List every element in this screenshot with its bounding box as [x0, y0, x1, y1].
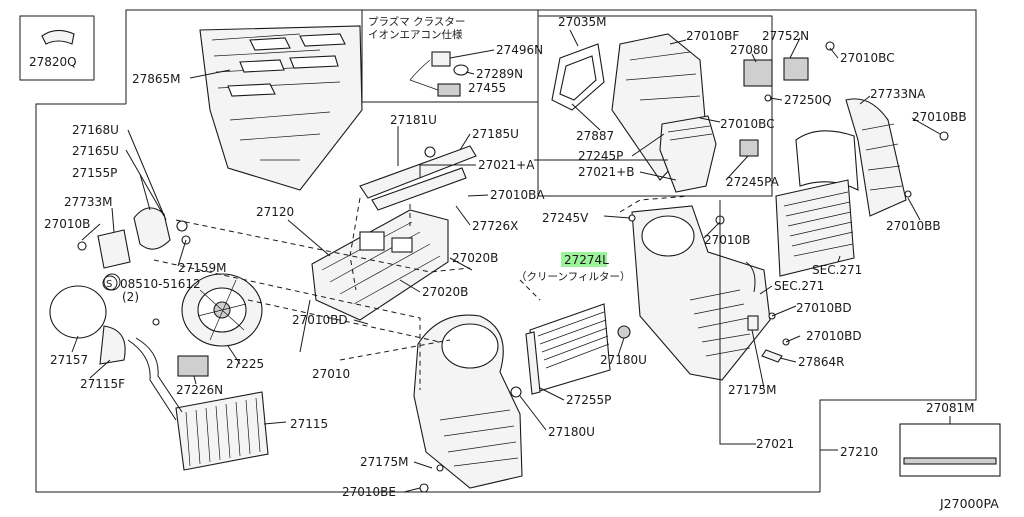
label-27175m-right[interactable]: 27175M — [728, 383, 777, 397]
label-27081m[interactable]: 27081M — [926, 401, 975, 415]
label-27245v[interactable]: 27245V — [542, 211, 589, 225]
bolt-symbol-s-icon: S — [106, 279, 112, 290]
label-27865m[interactable]: 27865M — [132, 72, 181, 86]
label-27255p[interactable]: 27255P — [566, 393, 611, 407]
label-27175m-left[interactable]: 27175M — [360, 455, 409, 469]
label-27010[interactable]: 27010 — [312, 367, 350, 381]
note-clean-filter: （クリーンフィルター） — [516, 271, 630, 283]
note-ion-aircon: イオンエアコン仕様 — [368, 28, 463, 41]
label-27181u[interactable]: 27181U — [390, 113, 437, 127]
label-27010b-right[interactable]: 27010B — [704, 233, 750, 247]
label-27010bb-a[interactable]: 27010BB — [912, 110, 967, 124]
part-27081m-label-drawing — [899, 423, 1001, 477]
label-27020b-b[interactable]: 27020B — [422, 285, 468, 299]
label-27165u[interactable]: 27165U — [72, 144, 119, 158]
label-27159m[interactable]: 27159M — [178, 261, 227, 275]
label-27185u[interactable]: 27185U — [472, 127, 519, 141]
label-27010bc-a[interactable]: 27010BC — [840, 51, 895, 65]
label-27250q[interactable]: 27250Q — [784, 93, 832, 107]
label-27120[interactable]: 27120 — [256, 205, 294, 219]
label-27180u-a[interactable]: 27180U — [600, 353, 647, 367]
label-27887[interactable]: 27887 — [576, 129, 614, 143]
part-upper-right-module-drawing — [551, 33, 835, 193]
label-27115f[interactable]: 27115F — [80, 377, 125, 391]
label-27155p[interactable]: 27155P — [72, 166, 117, 180]
label-27010be[interactable]: 27010BE — [342, 485, 396, 499]
label-27733m[interactable]: 27733M — [64, 195, 113, 209]
label-27726x[interactable]: 27726X — [472, 219, 518, 233]
part-links-drawing — [359, 145, 477, 211]
label-27010bb-b[interactable]: 27010BB — [886, 219, 941, 233]
label-27035m[interactable]: 27035M — [558, 15, 607, 29]
boundary-lines — [19, 9, 977, 493]
label-27225[interactable]: 27225 — [226, 357, 264, 371]
label-27010bd-left[interactable]: 27010BD — [292, 313, 348, 327]
highlight-27274l — [561, 252, 607, 267]
label-27010ba[interactable]: 27010BA — [490, 188, 545, 202]
label-27180u-b[interactable]: 27180U — [548, 425, 595, 439]
label-27289n[interactable]: 27289N — [476, 67, 523, 81]
label-27733na[interactable]: 27733NA — [870, 87, 926, 101]
label-27752n[interactable]: 27752N — [762, 29, 809, 43]
label-27010b-left[interactable]: 27010B — [44, 217, 90, 231]
diagram-code: J27000PA — [939, 496, 999, 511]
label-27157[interactable]: 27157 — [50, 353, 88, 367]
part-27010-lower-case-drawing — [413, 314, 523, 493]
part-labels: 27820Q 27865M プラズマ クラスター イオンエアコン仕様 27496… — [29, 15, 999, 511]
part-27820q-drawing — [41, 29, 75, 45]
label-27115[interactable]: 27115 — [290, 417, 328, 431]
label-27080[interactable]: 27080 — [730, 43, 768, 57]
part-actuator-left-drawing — [77, 207, 191, 269]
label-27021-a[interactable]: 27021+A — [478, 158, 535, 172]
label-27864r[interactable]: 27864R — [798, 355, 845, 369]
label-27274l[interactable]: 27274L — [564, 253, 609, 267]
part-27115-heater-core-drawing — [127, 337, 269, 471]
leader-lines — [71, 29, 951, 493]
label-08510-51612[interactable]: 08510-51612 — [120, 277, 201, 291]
label-27455[interactable]: 27455 — [468, 81, 506, 95]
label-27010bd-r1[interactable]: 27010BD — [796, 301, 852, 315]
part-27274l-filter-drawing — [510, 303, 611, 398]
label-27021-b[interactable]: 27021+B — [578, 165, 634, 179]
part-evaporator-drawing — [775, 98, 949, 277]
label-27245pa[interactable]: 27245PA — [726, 175, 780, 189]
part-ion-unit-drawing — [409, 51, 469, 97]
part-27865m-drawing — [199, 25, 363, 191]
label-08510-qty: (2) — [122, 290, 139, 304]
label-27010bc-b[interactable]: 27010BC — [720, 117, 775, 131]
label-27226n[interactable]: 27226N — [176, 383, 223, 397]
part-blower-drawing — [49, 273, 263, 377]
label-27820q[interactable]: 27820Q — [29, 55, 77, 69]
label-27020b-a[interactable]: 27020B — [452, 251, 498, 265]
label-sec271-b[interactable]: SEC.271 — [774, 279, 824, 293]
label-27010bd-r2[interactable]: 27010BD — [806, 329, 862, 343]
part-27120-case-drawing — [311, 209, 449, 321]
note-plasma-cluster: プラズマ クラスター — [368, 15, 465, 28]
label-27021[interactable]: 27021 — [756, 437, 794, 451]
label-27010bf[interactable]: 27010BF — [686, 29, 739, 43]
dashed-guides — [153, 195, 691, 390]
bolt-symbol-icon — [102, 275, 118, 291]
label-27168u[interactable]: 27168U — [72, 123, 119, 137]
label-27245p[interactable]: 27245P — [578, 149, 623, 163]
label-27496n[interactable]: 27496N — [496, 43, 543, 57]
label-sec271-a[interactable]: SEC.271 — [812, 263, 862, 277]
label-27210[interactable]: 27210 — [840, 445, 878, 459]
